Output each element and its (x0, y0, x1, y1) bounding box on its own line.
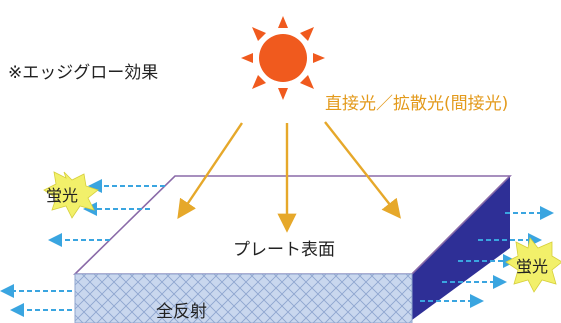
plate-side (412, 176, 510, 320)
starburst-icon (43, 171, 99, 219)
starburst-icon (505, 237, 561, 293)
light-arrow (324, 121, 401, 219)
reflection-label: 全反射 (156, 302, 207, 322)
sun-icon (241, 16, 325, 100)
fluorescence-right-label: 蛍光 (516, 257, 548, 276)
fluorescence-left-label: 蛍光 (46, 186, 78, 205)
plate-front-face (74, 273, 413, 323)
light-arrow (177, 122, 243, 219)
diagram-title: ※エッジグロー効果 (8, 63, 158, 83)
left-edge-arrows (0, 179, 165, 317)
light-label: 直接光／拡散光(間接光) (325, 94, 508, 114)
right-edge-arrows (420, 206, 554, 308)
surface-label: プレート表面 (233, 240, 335, 260)
